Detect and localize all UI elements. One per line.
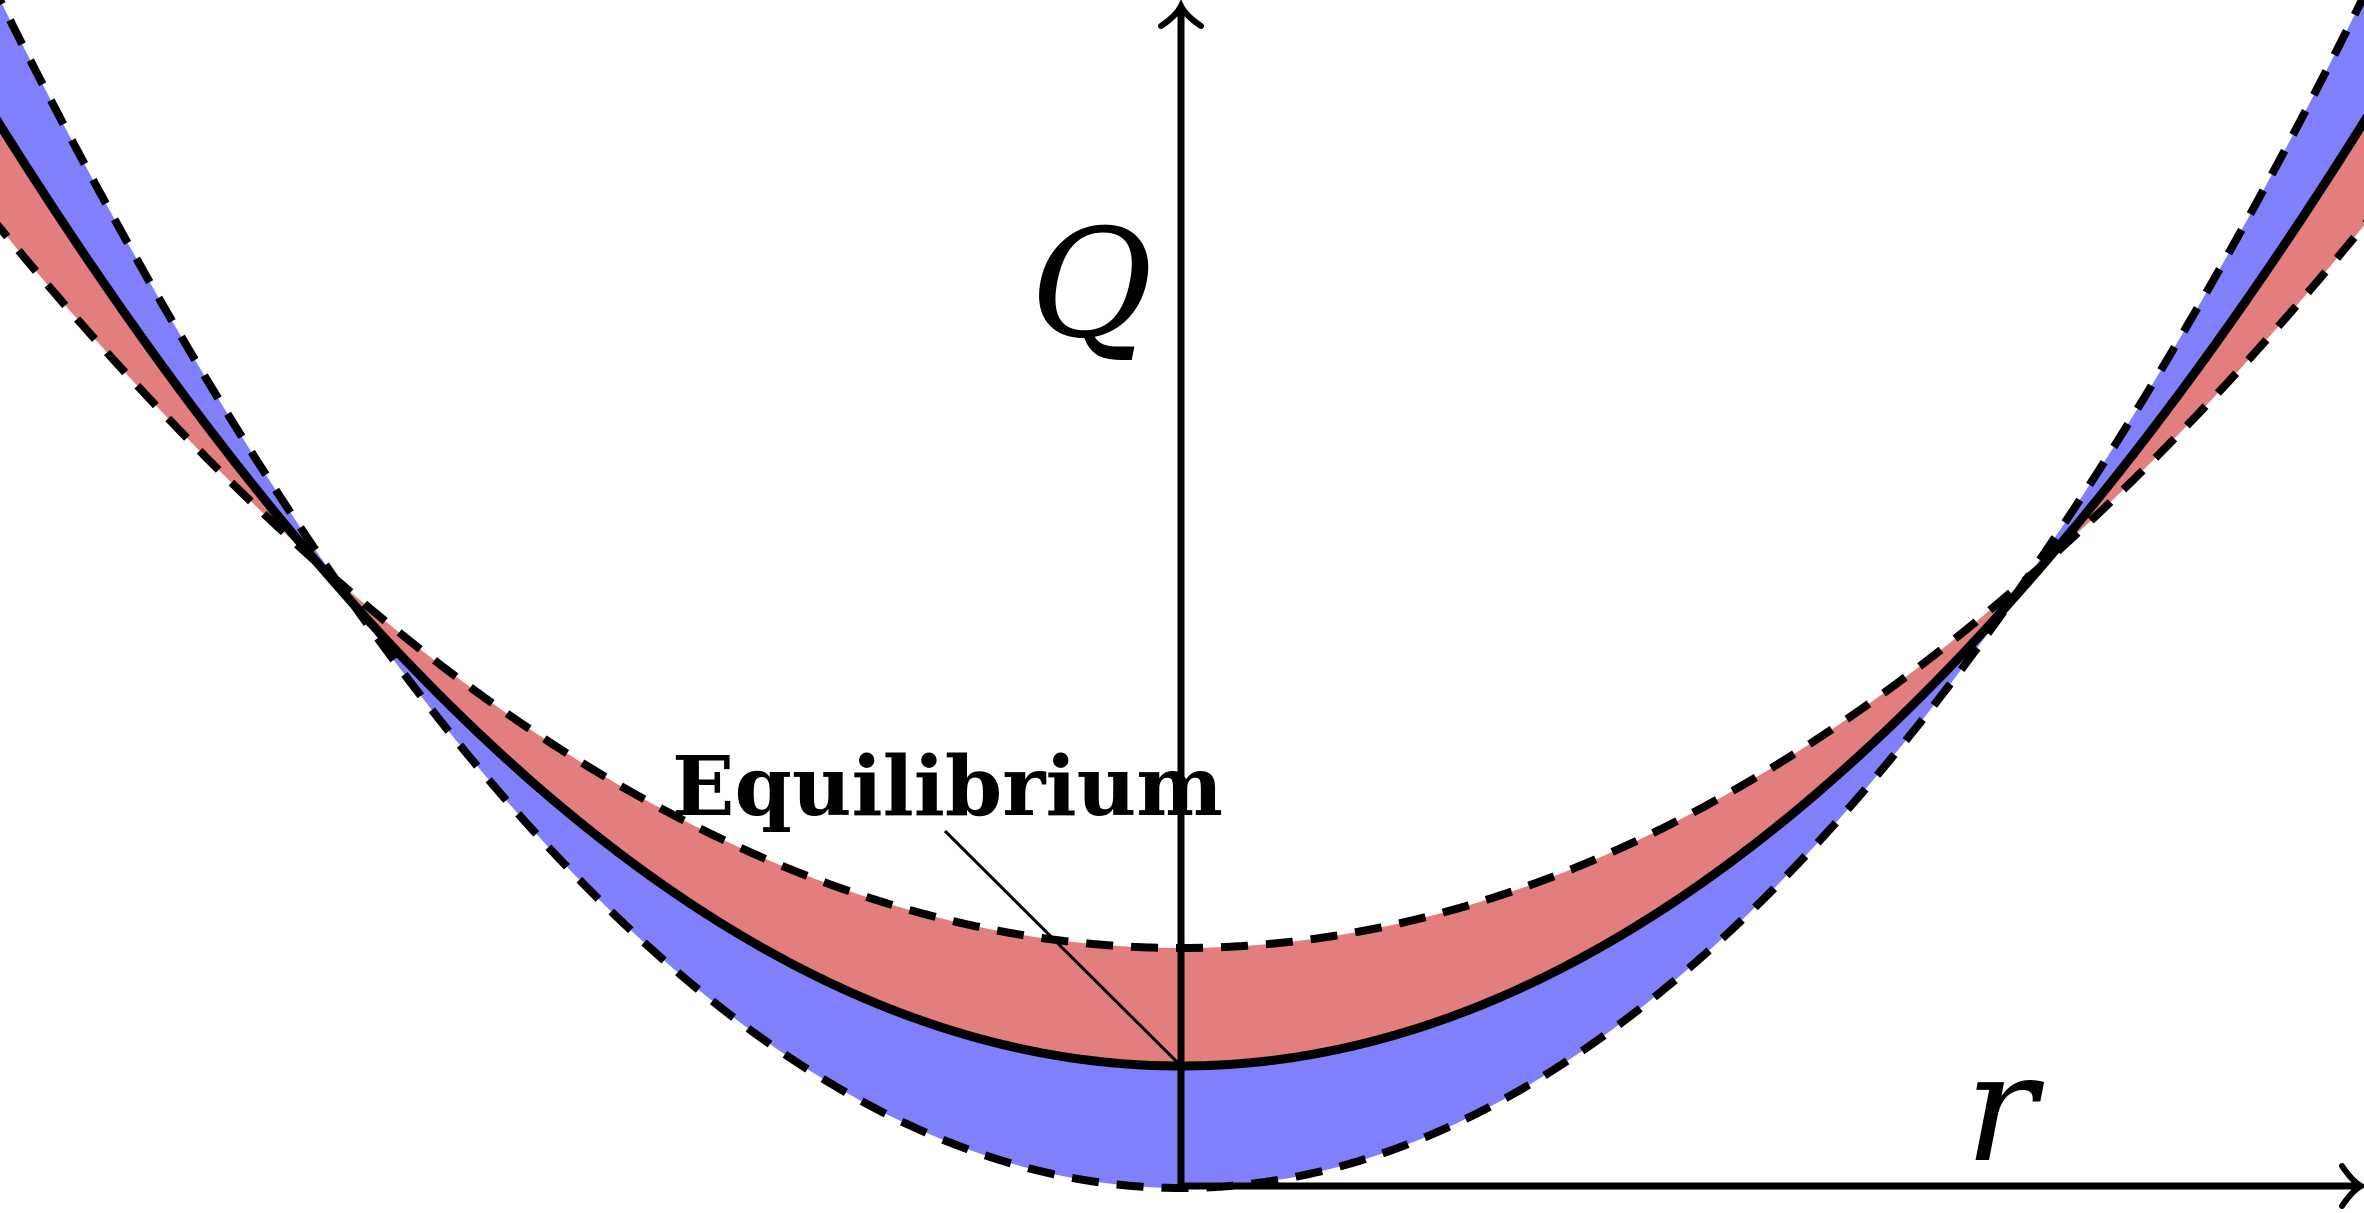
equilibrium-label: Equilibrium	[672, 739, 1223, 835]
x-axis-arrowhead-icon	[2339, 1163, 2364, 1209]
annotation-leader-line	[943, 829, 1183, 1068]
y-axis-arrowhead-icon	[1158, 0, 1204, 29]
x-axis-label: r	[1965, 1022, 2045, 1196]
y-axis-label: Q	[1030, 198, 1153, 372]
